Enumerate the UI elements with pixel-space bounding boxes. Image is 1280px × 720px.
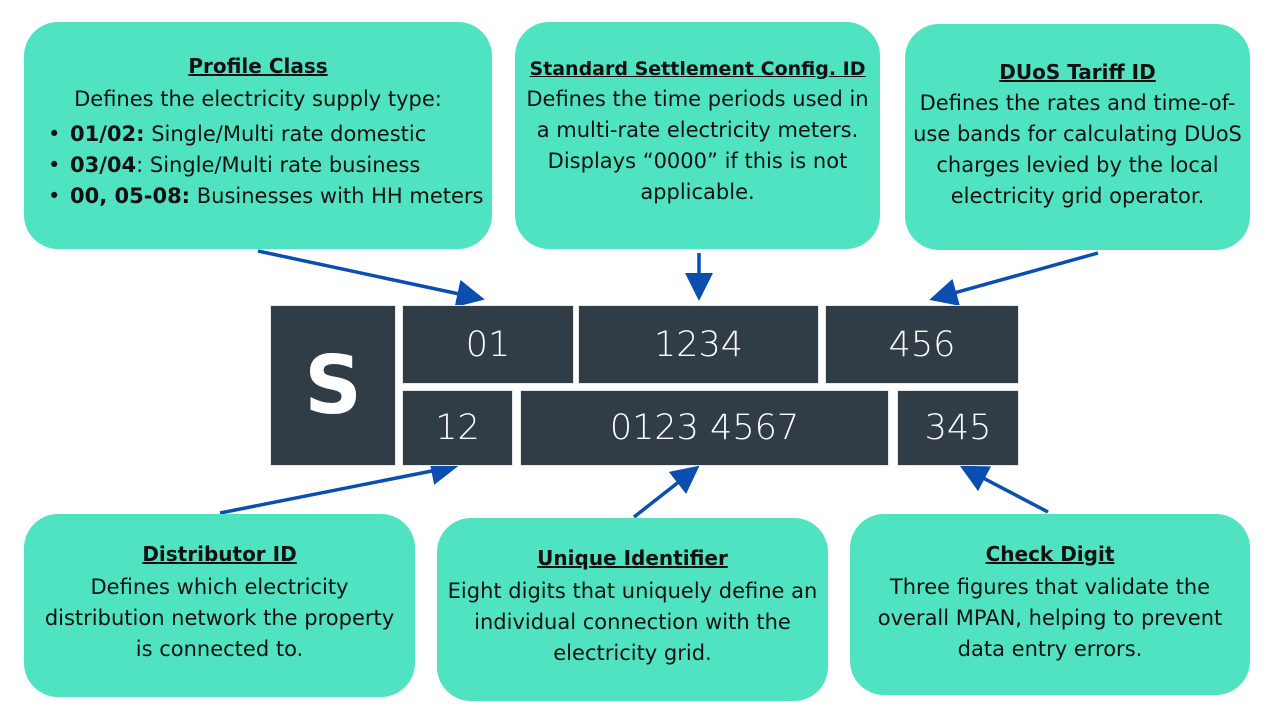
- distributor-title: Distributor ID: [142, 542, 297, 566]
- unique-description: Eight digits that uniquely define an ind…: [447, 579, 818, 665]
- distributor-description: Defines which electricity distribution n…: [44, 575, 395, 661]
- arrow-profile-class: [257, 249, 485, 308]
- list-item: 00, 05-08: Businesses with HH meters: [42, 181, 492, 212]
- profile-class-intro: Defines the electricity supply type:: [74, 87, 442, 111]
- callout-ssc: Standard Settlement Config. ID Defines t…: [515, 22, 880, 249]
- duos-description: Defines the rates and time-of-use bands …: [913, 91, 1242, 208]
- check-title: Check Digit: [985, 542, 1115, 566]
- arrow-unique: [632, 465, 700, 519]
- ssc-description: Defines the time periods used in a multi…: [526, 87, 869, 204]
- arrow-check: [959, 465, 1049, 514]
- mpan-prefix-s: S: [271, 306, 395, 465]
- callout-check-digit: Check Digit Three figures that validate …: [850, 514, 1250, 695]
- mpan-ssc: 1234: [579, 306, 818, 383]
- callout-distributor: Distributor ID Defines which electricity…: [24, 514, 415, 697]
- arrow-duos: [929, 251, 1099, 306]
- duos-title: DUoS Tariff ID: [999, 60, 1156, 84]
- mpan-check: 345: [898, 391, 1018, 465]
- callout-duos: DUoS Tariff ID Defines the rates and tim…: [905, 24, 1250, 250]
- list-item: 03/04: Single/Multi rate business: [42, 150, 492, 181]
- mpan-duos: 456: [826, 306, 1018, 383]
- callout-unique-identifier: Unique Identifier Eight digits that uniq…: [437, 518, 828, 701]
- ssc-title: Standard Settlement Config. ID: [529, 58, 866, 80]
- mpan-distributor: 12: [403, 391, 512, 465]
- profile-class-list: 01/02: Single/Multi rate domestic 03/04:…: [42, 119, 492, 212]
- profile-class-title: Profile Class: [188, 54, 328, 78]
- arrow-distributor: [219, 457, 459, 515]
- mpan-unique: 0123 4567: [521, 391, 888, 465]
- list-item: 01/02: Single/Multi rate domestic: [42, 119, 492, 150]
- mpan-profile-class: 01: [403, 306, 573, 383]
- unique-title: Unique Identifier: [537, 546, 728, 570]
- check-description: Three figures that validate the overall …: [877, 575, 1223, 661]
- callout-profile-class: Profile Class Defines the electricity su…: [24, 22, 492, 249]
